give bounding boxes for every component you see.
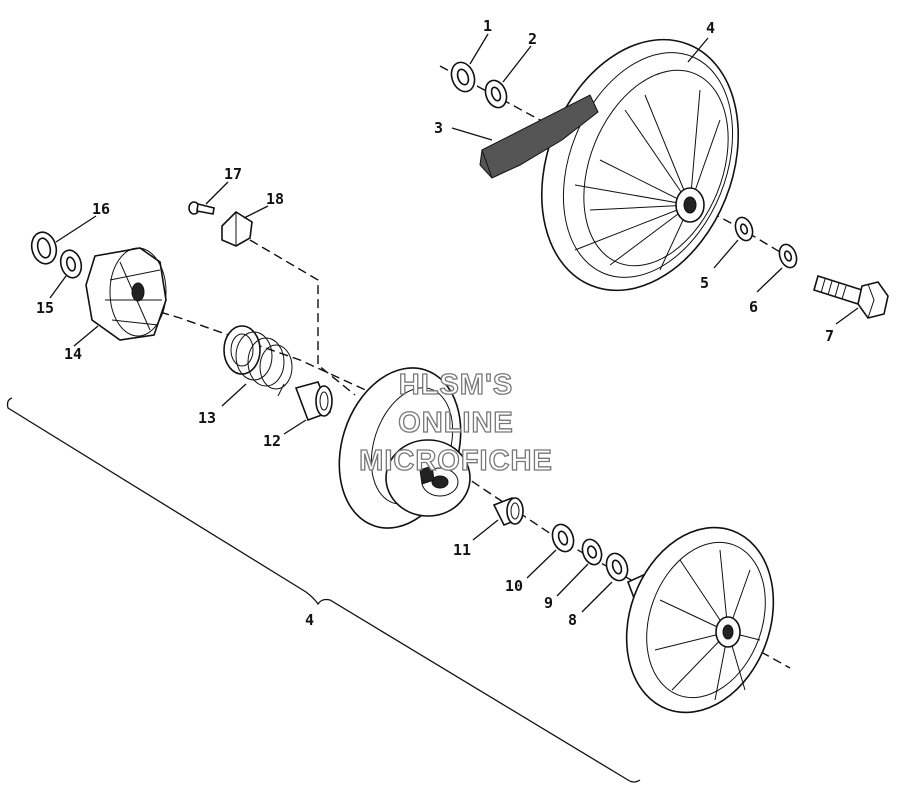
leader-9 — [556, 563, 589, 597]
axis-line-lower — [119, 299, 791, 669]
part-3-belt — [479, 94, 599, 179]
callout-7: 7 — [825, 327, 834, 345]
leader-14 — [73, 325, 99, 347]
callout-12: 12 — [263, 432, 281, 450]
part-5-washer — [734, 216, 754, 242]
callout-10: 10 — [505, 577, 523, 595]
leader-6 — [756, 267, 783, 293]
part-12-bushing — [294, 381, 333, 422]
leader-10 — [526, 549, 557, 579]
part-13-spring — [223, 325, 293, 397]
callout-8: 8 — [568, 611, 577, 629]
part-4-lower-sheave — [625, 526, 775, 714]
part-16-snap-ring — [30, 231, 58, 265]
leader-3 — [451, 127, 493, 141]
leader-12 — [283, 419, 307, 435]
part-2-washer — [484, 79, 508, 109]
leader-17 — [205, 181, 229, 205]
leader-15 — [49, 275, 67, 299]
callout-14: 14 — [64, 345, 82, 363]
callout-6: 6 — [749, 298, 758, 316]
part-9-washer — [581, 538, 603, 566]
callout-11: 11 — [453, 541, 471, 559]
callout-16: 16 — [92, 200, 110, 218]
part-4-fixed-sheave — [540, 38, 740, 292]
callout-15: 15 — [36, 299, 54, 317]
leader-18 — [243, 205, 269, 219]
leader-5 — [713, 239, 739, 269]
callout-17: 17 — [224, 165, 242, 183]
part-17-screw — [188, 201, 215, 215]
callout-2: 2 — [528, 30, 537, 48]
callout-5: 5 — [700, 274, 709, 292]
part-14-spider — [85, 247, 167, 341]
callout-13: 13 — [198, 409, 216, 427]
part-11-bushing — [492, 496, 524, 527]
callout-18: 18 — [266, 190, 284, 208]
callout-4-bracket: 4 — [305, 611, 314, 629]
leader-7 — [835, 307, 859, 325]
part-8-washer — [605, 552, 629, 582]
callout-1: 1 — [483, 17, 492, 35]
leader-13 — [221, 383, 247, 407]
leader-8 — [581, 581, 613, 613]
leader-2 — [502, 45, 532, 83]
part-4-movable-sheave — [338, 367, 471, 529]
leader-4-top — [687, 37, 709, 63]
part-6-lock-washer — [778, 243, 798, 269]
watermark-line-3: MICROFICHE — [359, 445, 553, 477]
callout-9: 9 — [544, 594, 553, 612]
part-1-washer — [450, 61, 476, 93]
watermark-line-1: HLSM'S — [399, 369, 513, 401]
axis-line-bolt-18 — [249, 239, 356, 396]
part-18-slider-shoe — [221, 210, 253, 247]
callout-3: 3 — [434, 119, 443, 137]
watermark-line-2: ONLINE — [398, 407, 514, 439]
callout-4-top: 4 — [706, 19, 715, 37]
leader-1 — [469, 33, 489, 65]
leader-11 — [472, 519, 499, 541]
part-7-bolt — [813, 274, 889, 319]
part-15-washer — [59, 249, 83, 279]
part-10-washer — [551, 523, 575, 553]
assembly-bracket — [6, 397, 641, 783]
leader-16 — [55, 215, 97, 243]
